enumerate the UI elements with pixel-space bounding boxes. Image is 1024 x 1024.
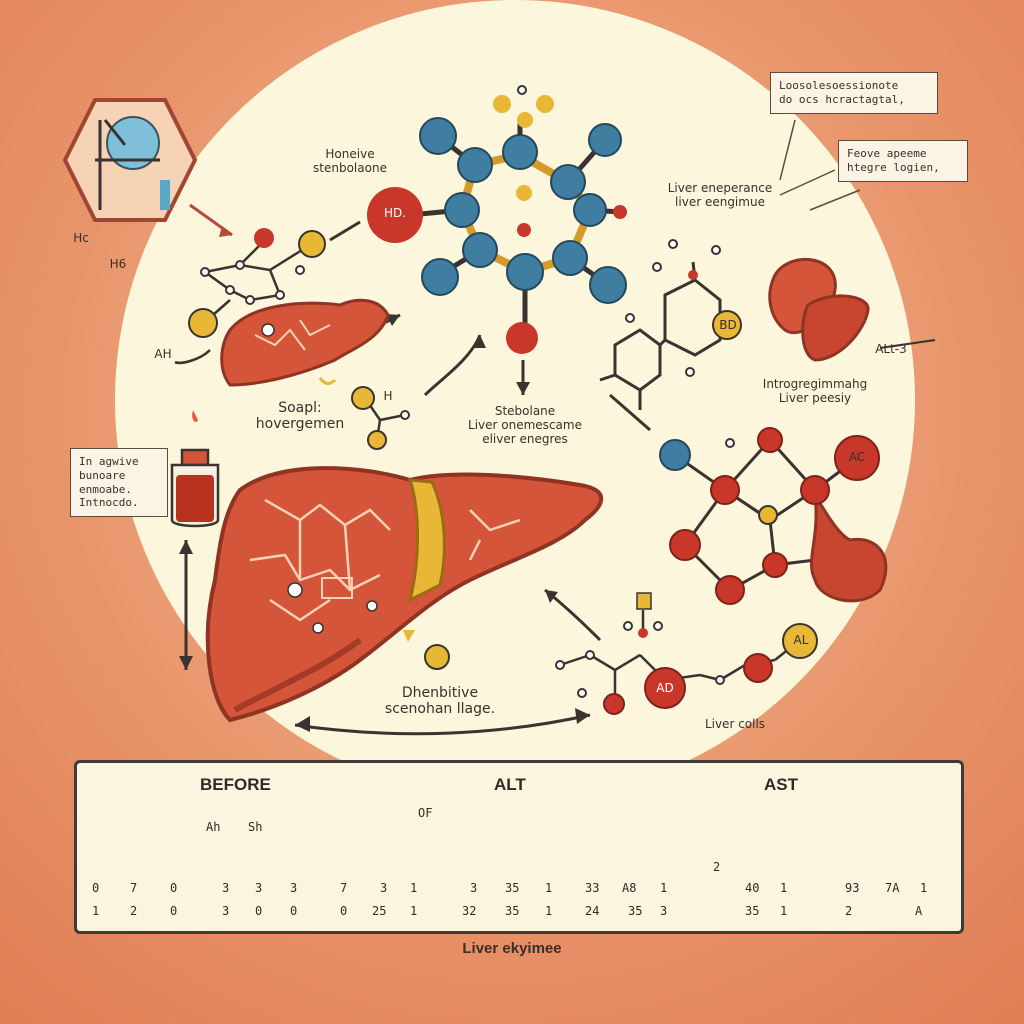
panel-cell: 0 [340,904,348,918]
panel-cell: 1 [780,881,788,895]
panel-cell: 3 [470,881,478,895]
panel-cell: 1 [545,904,553,918]
panel-header-ast: AST [764,775,798,794]
liver-tag-dot [403,630,450,670]
small-liver [220,298,390,387]
label-hc: Hc [73,231,89,245]
panel-cell: 3 [380,881,388,895]
panel-cell: 3 [290,881,298,895]
panel-cell: 0 [170,904,178,918]
panel-cell: 25 [372,904,387,918]
panel-cell: 3 [255,881,263,895]
ring-molecule [659,427,888,605]
callout-left-mid: In agwive bunoare enmoabe. Intnocdo. [70,448,168,517]
panel-cell: 1 [780,904,788,918]
label-al-node: AL [793,633,809,647]
callout-top-right-2: Feove apeeme htegre logien, [838,140,968,182]
panel-label-sh: Sh [248,820,263,834]
sample-vial [170,410,220,528]
central-molecule [367,85,627,354]
hexagon-icon [62,98,198,222]
panel-cell: 7 [130,881,138,895]
panel-cell: 0 [170,881,178,895]
panel-cell: 1 [410,881,418,895]
panel-label-of: OF [418,806,433,820]
label-liver-cells: Liver colls [704,717,766,731]
label-ac-node: AC [848,450,866,464]
panel-cell: 1 [920,881,928,895]
panel-cell: 35 [505,881,520,895]
panel-cell: 35 [745,904,760,918]
soapl-chain [351,386,410,450]
label-bd-node: BD [719,318,737,332]
footer-title: Liver ekyimee [462,940,562,957]
label-soapl: Soapl:hovergemen [255,400,345,433]
panel-cell: 24 [585,904,600,918]
callout-top-right-1: Loosolesoessionote do ocs hcractagtal, [770,72,938,114]
panel-header-before: BEFORE [200,775,271,794]
panel-cell: 0 [255,904,263,918]
panel-cell: 35 [505,904,520,918]
chain-molecule [555,592,818,715]
red-lobes [768,258,936,362]
panel-cell: 3 [660,904,668,918]
panel-label-ah: Ah [206,820,221,834]
panel-cell: 93 [845,881,860,895]
arrow-heads [179,226,590,732]
right-molecule [599,239,742,410]
panel-cell: 0 [92,881,100,895]
panel-cell: 1 [410,904,418,918]
enzyme-panel [74,760,964,934]
label-ah-left: AH [154,347,172,361]
panel-cell: 35 [628,904,643,918]
panel-cell: 0 [290,904,298,918]
panel-cell: A [915,904,923,918]
panel-cell: 3 [222,881,230,895]
label-alt3: ALt-3 [875,342,907,356]
panel-cell: 33 [585,881,600,895]
panel-cell: 1 [660,881,668,895]
panel-cell: 2 [130,904,138,918]
panel-label-2: 2 [713,860,721,874]
panel-cell: 40 [745,881,760,895]
panel-cell: 7A [885,881,900,895]
panel-cell: 7 [340,881,348,895]
label-h6: H6 [109,257,127,271]
panel-header-alt: ALT [494,775,526,794]
panel-cell: 1 [545,881,553,895]
panel-cell: A8 [622,881,637,895]
panel-cell: 1 [92,904,100,918]
label-hd: HD. [383,206,407,220]
panel-cell: 2 [845,904,853,918]
panel-cell: 32 [462,904,477,918]
panel-cell: 3 [222,904,230,918]
label-ad-node: AD [656,681,674,695]
left-molecule [174,228,326,365]
large-liver [205,466,604,723]
label-h-mid: H [383,389,393,403]
